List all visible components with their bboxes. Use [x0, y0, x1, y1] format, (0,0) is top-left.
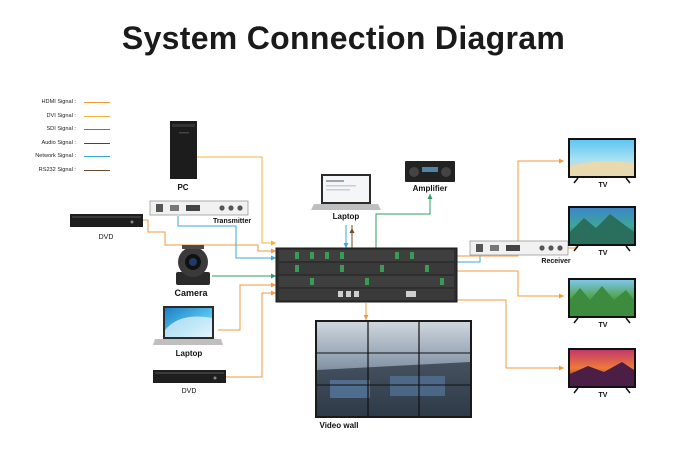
tv-1-icon — [568, 138, 636, 184]
tv-2-label: TV — [599, 250, 608, 257]
legend-swatch — [84, 115, 110, 117]
legend-item-sdi: SDI Signal : — [24, 125, 124, 139]
receiver-label: Receiver — [541, 258, 570, 265]
arrow-icon — [271, 248, 276, 254]
arrow-icon — [271, 240, 276, 246]
dvd-player-icon — [153, 370, 226, 383]
legend-swatch — [84, 156, 110, 158]
dvd-bottom-label: DVD — [182, 388, 197, 395]
legend-label: Audio Signal : — [41, 139, 76, 146]
pc-tower-icon — [170, 121, 197, 179]
legend-item-hdmi: HDMI Signal : — [24, 98, 124, 112]
legend-swatch — [84, 142, 110, 144]
arrow-icon — [559, 158, 564, 164]
dvd-top-hdmi-line — [143, 219, 276, 252]
arrow-icon — [343, 243, 349, 248]
arrowheads — [271, 158, 579, 371]
laptop-left-label: Laptop — [176, 349, 203, 358]
dvd-player-icon — [70, 214, 143, 227]
receiver-box-icon — [469, 240, 569, 256]
pc-label: PC — [177, 183, 188, 192]
transmitter-label: Transmitter — [213, 218, 251, 225]
matrix-tv3-line — [457, 270, 564, 297]
amplifier-icon — [405, 161, 455, 182]
tv-2-icon — [568, 206, 636, 252]
legend-item-rs232: RS232 Signal : — [24, 166, 124, 180]
tv-4-label: TV — [599, 392, 608, 399]
tv-3-label: TV — [599, 322, 608, 329]
legend-label: Network Signal : — [35, 153, 76, 160]
tv-1-label: TV — [599, 182, 608, 189]
arrow-icon — [271, 273, 276, 279]
arrow-icon — [559, 365, 564, 371]
amplifier-audio-line — [375, 194, 431, 249]
tv-4-icon — [568, 348, 636, 394]
legend-label: DVI Signal : — [46, 112, 76, 119]
camera-label: Camera — [174, 288, 208, 298]
transmitter-box-icon — [149, 200, 249, 216]
ptz-camera-icon — [176, 245, 210, 285]
legend-label: SDI Signal : — [46, 126, 76, 133]
arrow-icon — [349, 228, 355, 233]
amplifier-label: Amplifier — [413, 184, 448, 193]
matrix-switcher-icon — [275, 247, 458, 303]
arrow-icon — [559, 293, 564, 299]
diagram-title: System Connection Diagram — [121, 20, 566, 56]
arrow-icon — [363, 315, 369, 320]
transmitter-network-line — [177, 216, 276, 259]
legend-label: RS232 Signal : — [38, 166, 76, 173]
dvd-bottom-hdmi-line — [226, 292, 276, 378]
legend-swatch — [84, 129, 110, 131]
dvd-top-label: DVD — [99, 234, 114, 241]
laptop-top-label: Laptop — [333, 212, 360, 221]
legend-item-dvi: DVI Signal : — [24, 112, 124, 126]
matrix-tv1-line — [457, 160, 564, 257]
legend-item-network: Network Signal : — [24, 152, 124, 166]
legend-label: HDMI Signal : — [41, 99, 76, 105]
legend-swatch — [84, 102, 110, 103]
video-wall-label: Video wall — [320, 421, 359, 430]
legend-swatch — [84, 169, 110, 171]
arrow-icon — [271, 282, 276, 288]
tv-3-icon — [568, 278, 636, 324]
arrow-icon — [271, 290, 276, 296]
signal-legend: HDMI Signal : DVI Signal : SDI Signal : … — [24, 98, 124, 180]
arrow-icon — [427, 194, 433, 199]
laptop-left-hdmi-line — [218, 284, 276, 331]
arrow-icon — [271, 255, 276, 261]
pc-dvi-line — [196, 156, 276, 244]
video-wall-icon — [315, 320, 472, 418]
laptop-top-icon — [311, 174, 381, 210]
laptop-left-icon — [153, 306, 223, 345]
legend-item-audio: Audio Signal : — [24, 139, 124, 153]
